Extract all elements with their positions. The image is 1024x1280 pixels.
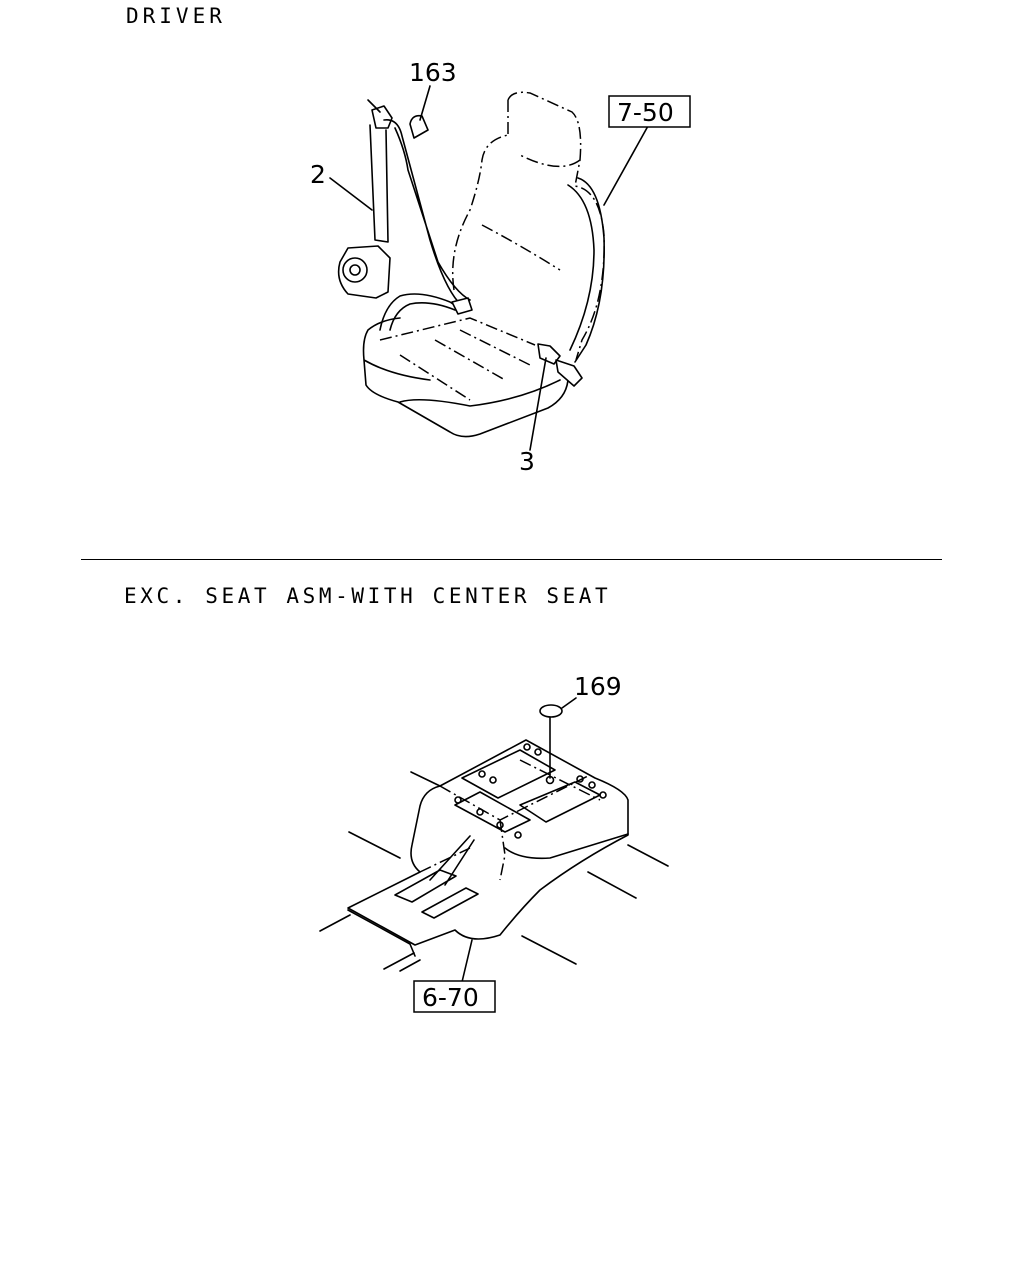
- floor-pad: [454, 749, 601, 833]
- seat-cushion: [362, 317, 569, 438]
- leader-2: [329, 177, 373, 211]
- floor-tunnel-top: [419, 759, 601, 881]
- ref-box-7-50: [608, 95, 691, 128]
- bolt-hole: [588, 781, 596, 789]
- bolt-hole: [534, 748, 542, 756]
- buckle-stalk: [555, 359, 583, 387]
- retractor-hub: [349, 264, 361, 276]
- anchor-bolt: [367, 99, 381, 113]
- lap-belt-anchor: [451, 297, 473, 315]
- seat-cushion-top: [379, 317, 536, 401]
- section-divider: [81, 559, 942, 560]
- callout-2: 2: [310, 160, 326, 189]
- bolt-hole: [476, 808, 484, 816]
- floor-console-illustration: [319, 739, 669, 972]
- section-title-driver: DRIVER: [126, 4, 226, 28]
- ref-box-6-70: [413, 980, 496, 1013]
- bolt-hole: [599, 791, 607, 799]
- part-169-plug: [539, 704, 563, 718]
- ref-6-70: 6-70: [422, 983, 479, 1012]
- leader-3: [529, 357, 547, 451]
- floor-line: [399, 959, 421, 972]
- part-163-clip: [409, 114, 429, 139]
- seat-back-outline: [451, 91, 605, 361]
- belt-strap: [369, 119, 471, 307]
- retractor-spool: [342, 257, 368, 283]
- section-title-exc-seat: EXC. SEAT ASM-WITH CENTER SEAT: [124, 584, 612, 608]
- bolt-hole: [478, 770, 486, 778]
- floor-line: [319, 914, 351, 932]
- floor-line: [383, 952, 415, 970]
- driver-seat-illustration: [337, 91, 605, 438]
- belt-upper-anchor: [371, 105, 393, 129]
- callout-163: 163: [409, 58, 457, 87]
- floor-line: [587, 871, 637, 899]
- leader-6-70: [461, 939, 473, 983]
- callout-3: 3: [519, 447, 535, 476]
- bolt-hole: [514, 831, 522, 839]
- floor-tunnel-outline: [347, 739, 629, 946]
- lap-belt: [379, 293, 463, 331]
- bolt-hole: [496, 821, 504, 829]
- leader-169: [561, 697, 577, 709]
- bolt-hole: [576, 775, 584, 783]
- floor-line: [348, 831, 401, 859]
- leader-7-50: [603, 125, 649, 206]
- floor-line: [410, 771, 441, 787]
- floor-line: [521, 935, 577, 965]
- seat-back-bolster: [567, 177, 605, 363]
- callout-169: 169: [574, 672, 622, 701]
- leader-163: [419, 85, 431, 121]
- bolt-hole: [489, 776, 497, 784]
- floor-line: [627, 844, 669, 867]
- ref-7-50: 7-50: [617, 98, 674, 127]
- floor-tunnel-ridges: [347, 833, 629, 957]
- bolt-hole: [523, 743, 531, 751]
- bolt-hole: [454, 796, 462, 804]
